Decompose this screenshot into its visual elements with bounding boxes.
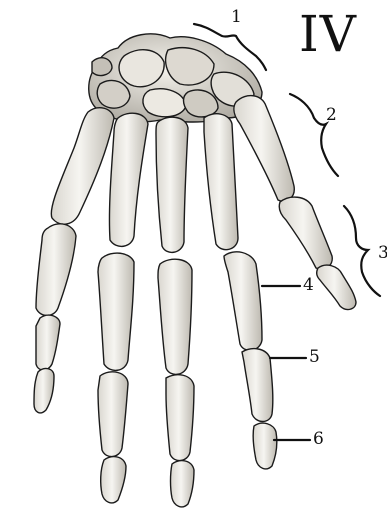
label-4: 4 (303, 276, 314, 294)
label-5: 5 (309, 348, 320, 366)
ring-finger-bones (156, 117, 194, 507)
label-6: 6 (313, 430, 324, 448)
label-2: 2 (326, 106, 337, 124)
brace-3 (344, 206, 380, 296)
middle-finger-bones (98, 113, 148, 503)
plate-label: IV (299, 6, 357, 62)
label-1: 1 (231, 8, 242, 26)
label-3: 3 (378, 244, 387, 262)
